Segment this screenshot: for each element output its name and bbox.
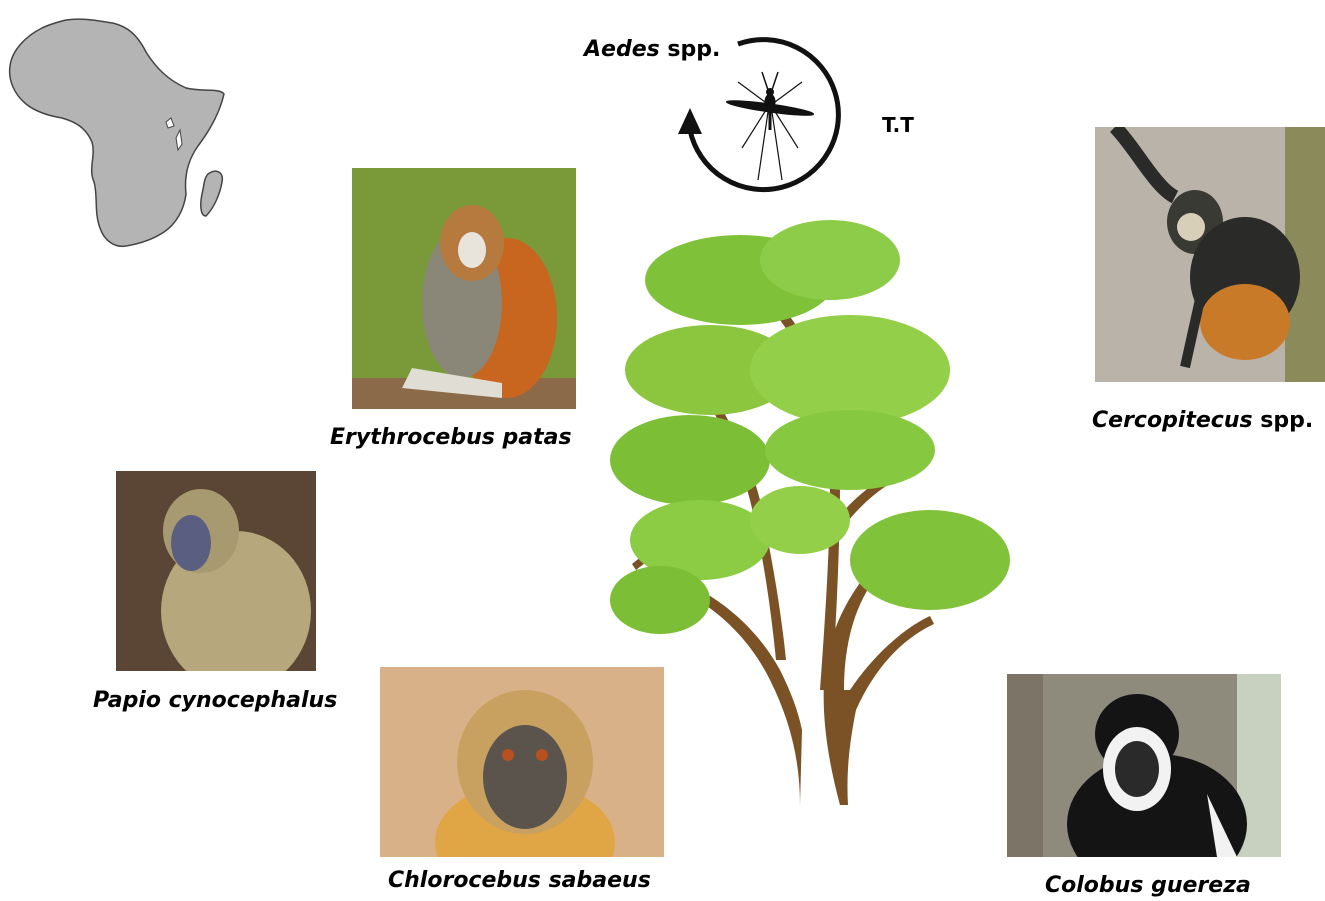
host-genus: Cercopitecus — [1092, 408, 1253, 433]
mosquito-icon — [726, 72, 814, 180]
host-genus: Erythrocebus — [330, 425, 495, 450]
photo-erythrocebus-patas — [352, 168, 576, 409]
host-genus: Colobus — [1045, 873, 1143, 898]
host-genus: Papio — [93, 688, 161, 713]
host-suffix: spp. — [1253, 408, 1314, 433]
host-species: guereza — [1151, 873, 1251, 898]
host-genus: Chlorocebus — [388, 868, 541, 893]
host-label-chlorocebus-sabaeus: Chlorocebus sabaeus — [388, 868, 651, 893]
africa-map — [6, 18, 231, 257]
host-label-colobus-guereza: Colobus guereza — [1045, 873, 1251, 898]
host-species: patas — [503, 425, 572, 450]
transmission-cycle — [670, 30, 870, 219]
host-label-erythrocebus-patas: Erythrocebus patas — [330, 425, 572, 450]
cycle-arrow-icon — [670, 30, 870, 215]
host-species: cynocephalus — [169, 688, 338, 713]
photo-cercopitecus — [1095, 127, 1325, 382]
host-label-papio-cynocephalus: Papio cynocephalus — [93, 688, 337, 713]
africa-map-icon — [6, 18, 231, 253]
vector-genus: Aedes — [584, 37, 660, 62]
photo-chlorocebus-sabaeus — [380, 667, 664, 857]
cycle-label: T.T — [882, 113, 914, 137]
host-label-cercopitecus: Cercopitecus spp. — [1092, 408, 1313, 433]
host-species: sabaeus — [549, 868, 651, 893]
photo-colobus-guereza — [1007, 674, 1281, 857]
photo-papio-cynocephalus — [116, 471, 316, 671]
